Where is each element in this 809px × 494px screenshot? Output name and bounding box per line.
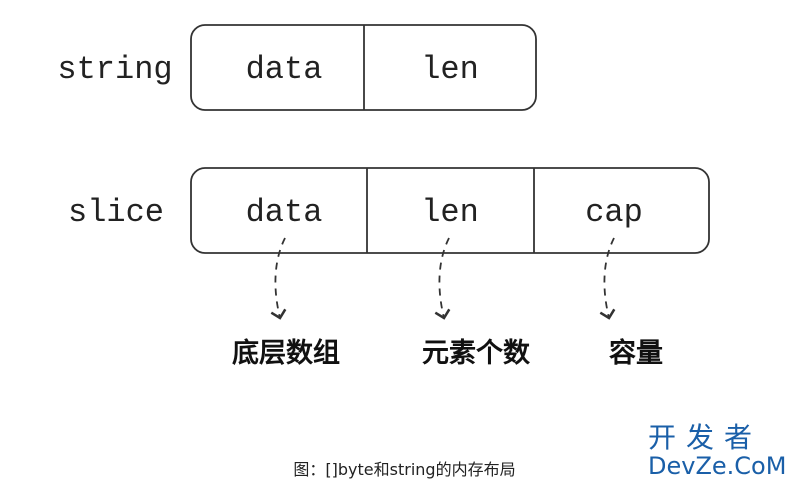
watermark-domain: DevZe.CoM [648,452,787,480]
annotation-element-count: 元素个数 [422,338,531,369]
slice-field-len: len [421,194,479,231]
arrow-data-to-array [270,237,287,320]
slice-label: slice [68,194,164,231]
string-field-len: len [421,51,479,88]
slice-field-data: data [246,194,323,231]
annotation-capacity: 容量 [609,337,663,369]
string-label: string [57,51,172,88]
site-watermark: 开发者 DevZe.CoM [648,421,808,480]
arrow-len-to-count [434,237,451,320]
string-field-data: data [246,51,323,88]
slice-field-cap: cap [585,194,643,231]
watermark-chinese: 开发者 [648,421,763,454]
figure-caption: 图：[]byte和string的内存布局 [293,460,516,479]
slice-struct-box [190,167,710,254]
annotation-underlying-array: 底层数组 [232,337,340,369]
arrow-cap-to-capacity [599,237,616,320]
